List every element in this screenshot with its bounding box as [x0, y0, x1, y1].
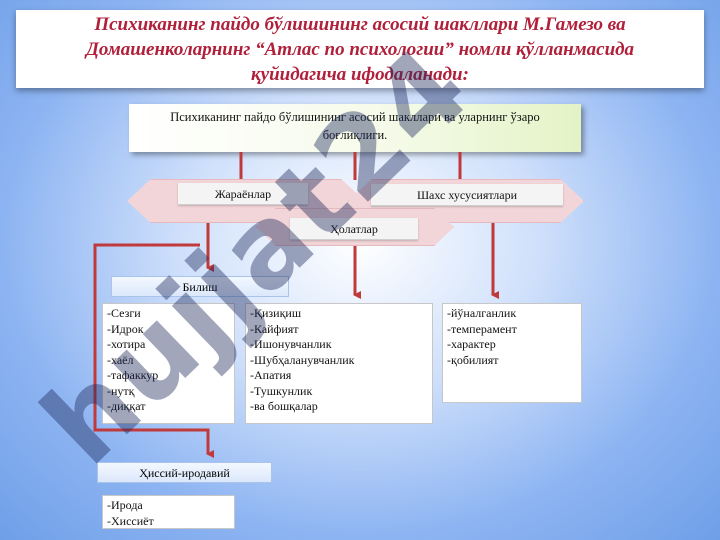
list-item: қобилият	[447, 353, 577, 369]
cognition-list: Сезги Идрок хотира хаёл тафаккур нутқ ди…	[102, 303, 235, 424]
traits-label: Шахс хусусиятлари	[371, 184, 563, 206]
list-item: Хиссиёт	[107, 514, 230, 530]
list-item: Кайфият	[250, 322, 428, 338]
processes-label: Жараёнлар	[178, 183, 308, 205]
list-item: Ирода	[107, 498, 230, 514]
topic-box: Психиканинг пайдо бўлишининг асосий шакл…	[129, 104, 581, 152]
list-item: Тушкунлик	[250, 384, 428, 400]
list-item: хаёл	[107, 353, 230, 369]
processes-to-volition-arrow	[93, 243, 214, 458]
list-item: Сезги	[107, 306, 230, 322]
page-title: Психиканинг пайдо бўлишининг асосий шакл…	[85, 13, 635, 85]
volition-label: Ҳиссий-иродавий	[97, 462, 272, 483]
list-item: диққат	[107, 399, 230, 415]
list-item: ва бошқалар	[250, 399, 428, 415]
title-banner: Психиканинг пайдо бўлишининг асосий шакл…	[16, 10, 704, 88]
traits-list: йўналганлик темперамент характер қобилия…	[442, 303, 582, 403]
list-item: тафаккур	[107, 368, 230, 384]
states-list: Қизиқиш Кайфият Ишонувчанлик Шубҳаланувч…	[245, 303, 433, 424]
states-label: Ҳолатлар	[290, 218, 418, 240]
list-item: хотира	[107, 337, 230, 353]
list-item: нутқ	[107, 384, 230, 400]
cognition-label: Билиш	[111, 276, 289, 297]
list-item: темперамент	[447, 322, 577, 338]
list-item: йўналганлик	[447, 306, 577, 322]
list-item: характер	[447, 337, 577, 353]
volition-list: Ирода Хиссиёт	[102, 495, 235, 529]
list-item: Шубҳаланувчанлик	[250, 353, 428, 369]
list-item: Қизиқиш	[250, 306, 428, 322]
list-item: Идрок	[107, 322, 230, 338]
list-item: Ишонувчанлик	[250, 337, 428, 353]
list-item: Апатия	[250, 368, 428, 384]
